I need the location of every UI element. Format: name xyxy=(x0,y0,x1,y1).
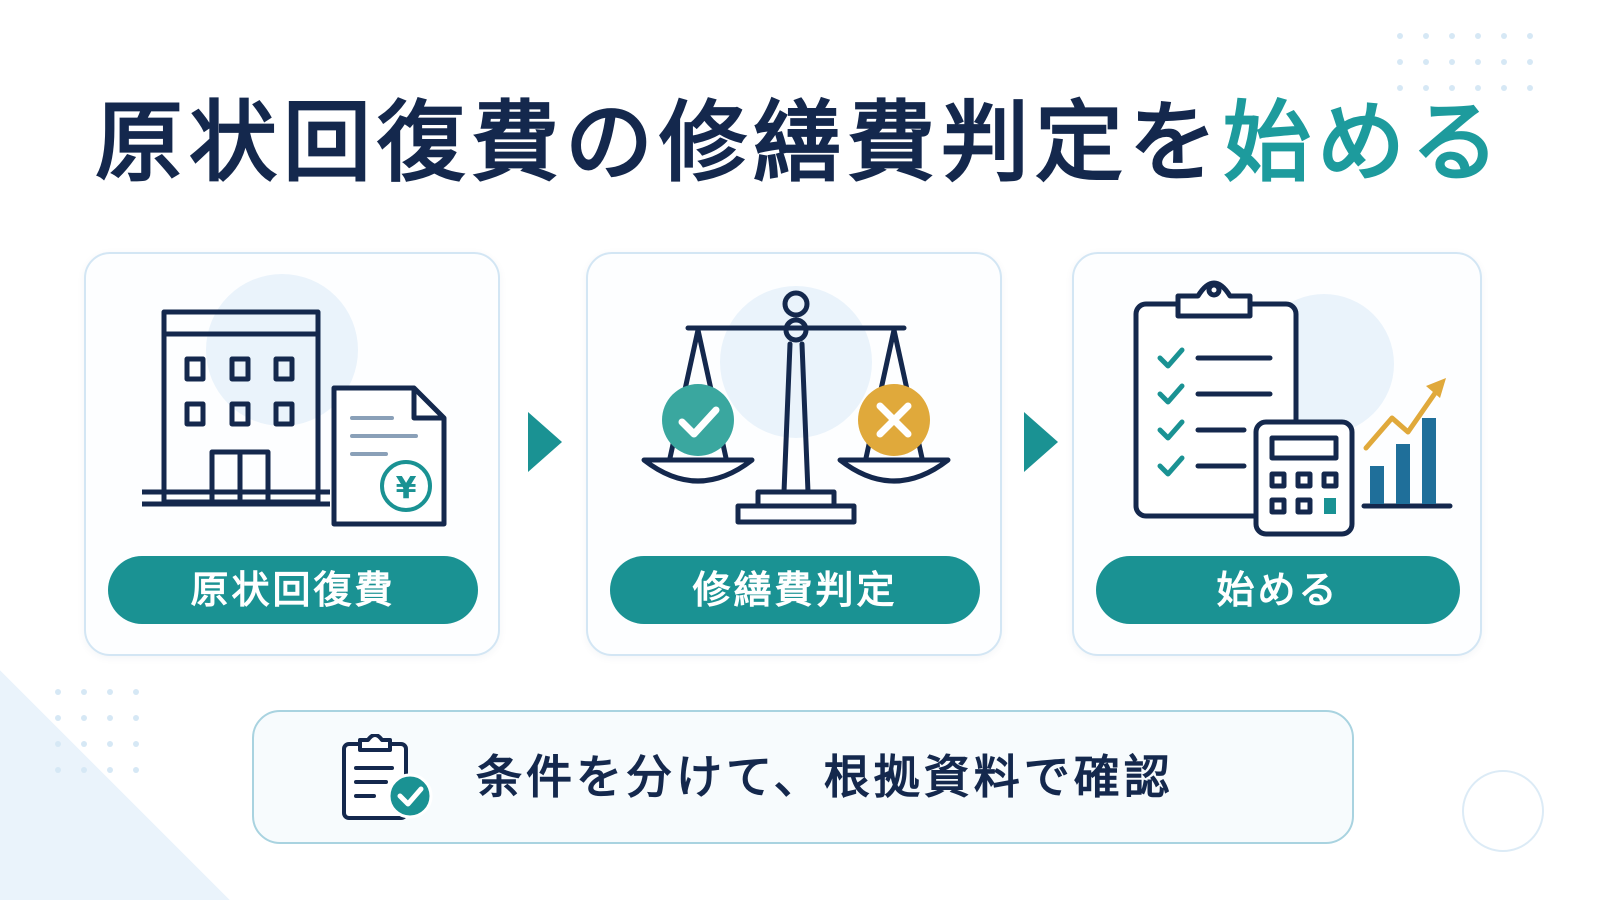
ring-decoration xyxy=(1462,770,1544,852)
title-accent: 始める xyxy=(1223,91,1506,194)
arrow-right-icon xyxy=(528,412,562,472)
dot-grid-decoration-bottom-left xyxy=(55,689,139,773)
note-text: 条件を分けて、根拠資料で確認 xyxy=(476,750,1174,804)
svg-text:¥: ¥ xyxy=(396,471,417,506)
card-label-shuzenhi-hantei: 修繕費判定 xyxy=(610,556,980,624)
clipboard-check-icon xyxy=(342,734,433,820)
checklist-calculator-chart-icon xyxy=(1133,280,1453,537)
building-with-yen-document-icon: ¥ xyxy=(142,274,447,527)
arrow-right-icon xyxy=(1024,412,1058,472)
step-card-shuzenhi-hantei: 修繕費判定 xyxy=(586,252,1002,656)
card-label-hajimeru: 始める xyxy=(1096,556,1460,624)
card-label-genjo-kaifuku: 原状回復費 xyxy=(108,556,478,624)
title-main: 原状回復費の修繕費判定を xyxy=(94,91,1223,194)
page-title: 原状回復費の修繕費判定を始める xyxy=(0,92,1600,193)
dot-grid-decoration-top-right xyxy=(1397,33,1533,91)
step-card-genjo-kaifuku: ¥ 原状回復費 xyxy=(84,252,500,656)
balance-scale-icon xyxy=(641,286,951,525)
confirmation-note: 条件を分けて、根拠資料で確認 xyxy=(252,710,1354,844)
step-card-hajimeru: 始める xyxy=(1072,252,1482,656)
